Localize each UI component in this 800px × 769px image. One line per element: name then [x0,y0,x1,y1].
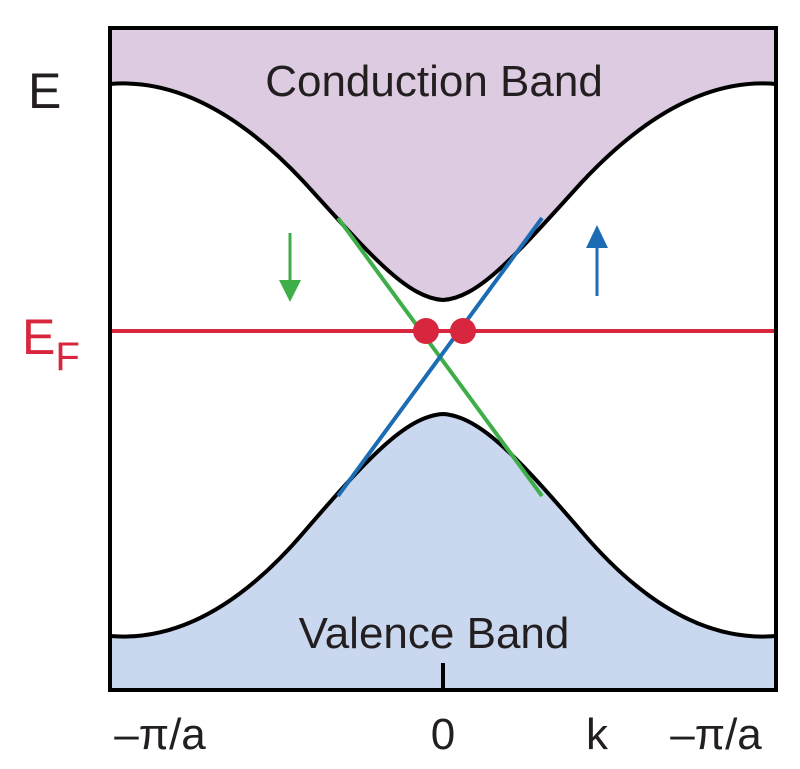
energy-axis-label: E [28,63,61,119]
fermi-level-label-subscript: F [55,335,79,379]
fermi-level-label: EF [22,309,80,379]
conduction-band-label: Conduction Band [265,57,603,106]
spin-up-surface-state [336,216,544,498]
x-tick-right: –π/a [670,710,762,759]
valence-band-label: Valence Band [299,609,570,658]
conduction-band-edge [109,81,777,303]
conduction-band-region [110,28,776,300]
fermi-level-label-main: E [22,309,55,365]
arrow-up-icon [586,225,608,296]
fermi-crossing-dot-right [450,318,476,344]
x-tick-left: –π/a [114,710,206,759]
x-axis-k-label: k [586,710,609,759]
arrow-down-icon [279,233,301,302]
x-tick-zero: 0 [431,710,455,759]
fermi-crossing-dot-left [413,318,439,344]
valence-band-region [110,414,776,690]
valence-band-edge [109,411,777,639]
